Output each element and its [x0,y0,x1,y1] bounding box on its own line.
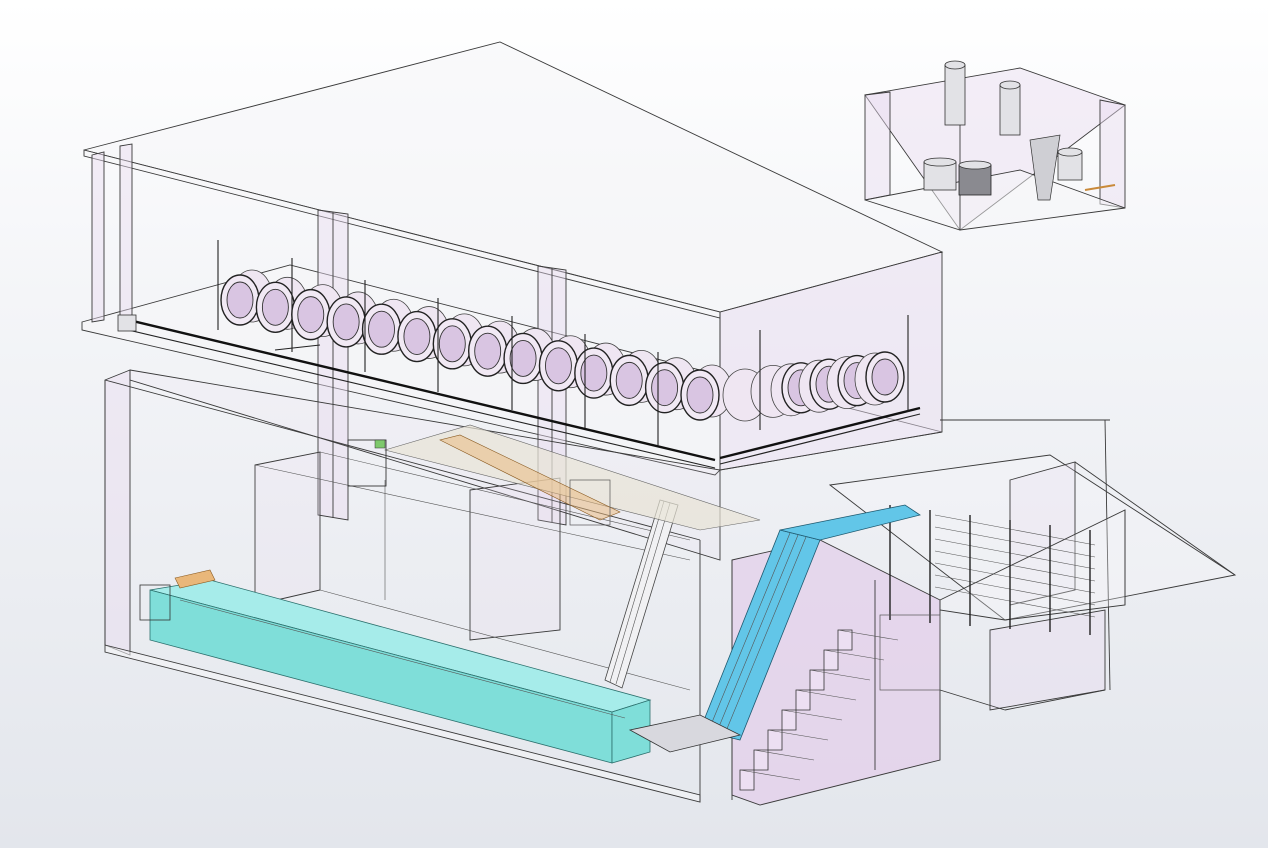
rack-tier [934,526,1096,558]
right-annex [828,419,1237,711]
mixing-tank [958,160,992,196]
stair-step [837,629,853,651]
mixing-tank [944,60,966,126]
drum-posts [217,240,909,446]
overhead-transfer-conveyor [383,424,761,531]
discharge-table [628,714,742,753]
stair-step [781,709,797,731]
stair-step [767,729,783,751]
inlet-pipe [174,569,216,589]
rack-tier [934,562,1096,594]
staircase [739,629,899,791]
drum [680,364,733,421]
drum-row [220,269,733,421]
drive-unit [117,314,137,332]
rack-tier [934,538,1096,570]
rack-tier [934,514,1096,546]
mixing-room [864,60,1126,231]
drum [538,335,591,392]
cooling-racks [889,505,1096,635]
mixing-tank [1057,147,1083,181]
upper-conveyor-rail [117,314,921,469]
stair-step [739,769,755,791]
stair-step [823,649,839,671]
stair-step [795,689,811,711]
drum [854,351,905,406]
stair-step [753,749,769,771]
rack-tier [934,586,1096,618]
drum [326,291,379,348]
roof-slab [83,41,944,319]
rack-tier [934,550,1096,582]
stair-step [809,669,825,691]
incline-conveyor-gray [604,499,679,689]
drum [609,349,662,407]
incline-conveyor-blue [699,504,921,741]
proofing-tank [139,569,742,764]
rack-tier [934,574,1096,606]
feed-frame [139,584,171,621]
feed-pipe [1084,184,1116,191]
mixing-tank [999,80,1021,136]
ground-equipment [347,439,941,691]
hopper [1029,134,1061,201]
lower-building [104,369,721,803]
drum-row-right [722,351,905,422]
mixing-tank [923,157,957,191]
mixing-equipment [923,60,1116,201]
